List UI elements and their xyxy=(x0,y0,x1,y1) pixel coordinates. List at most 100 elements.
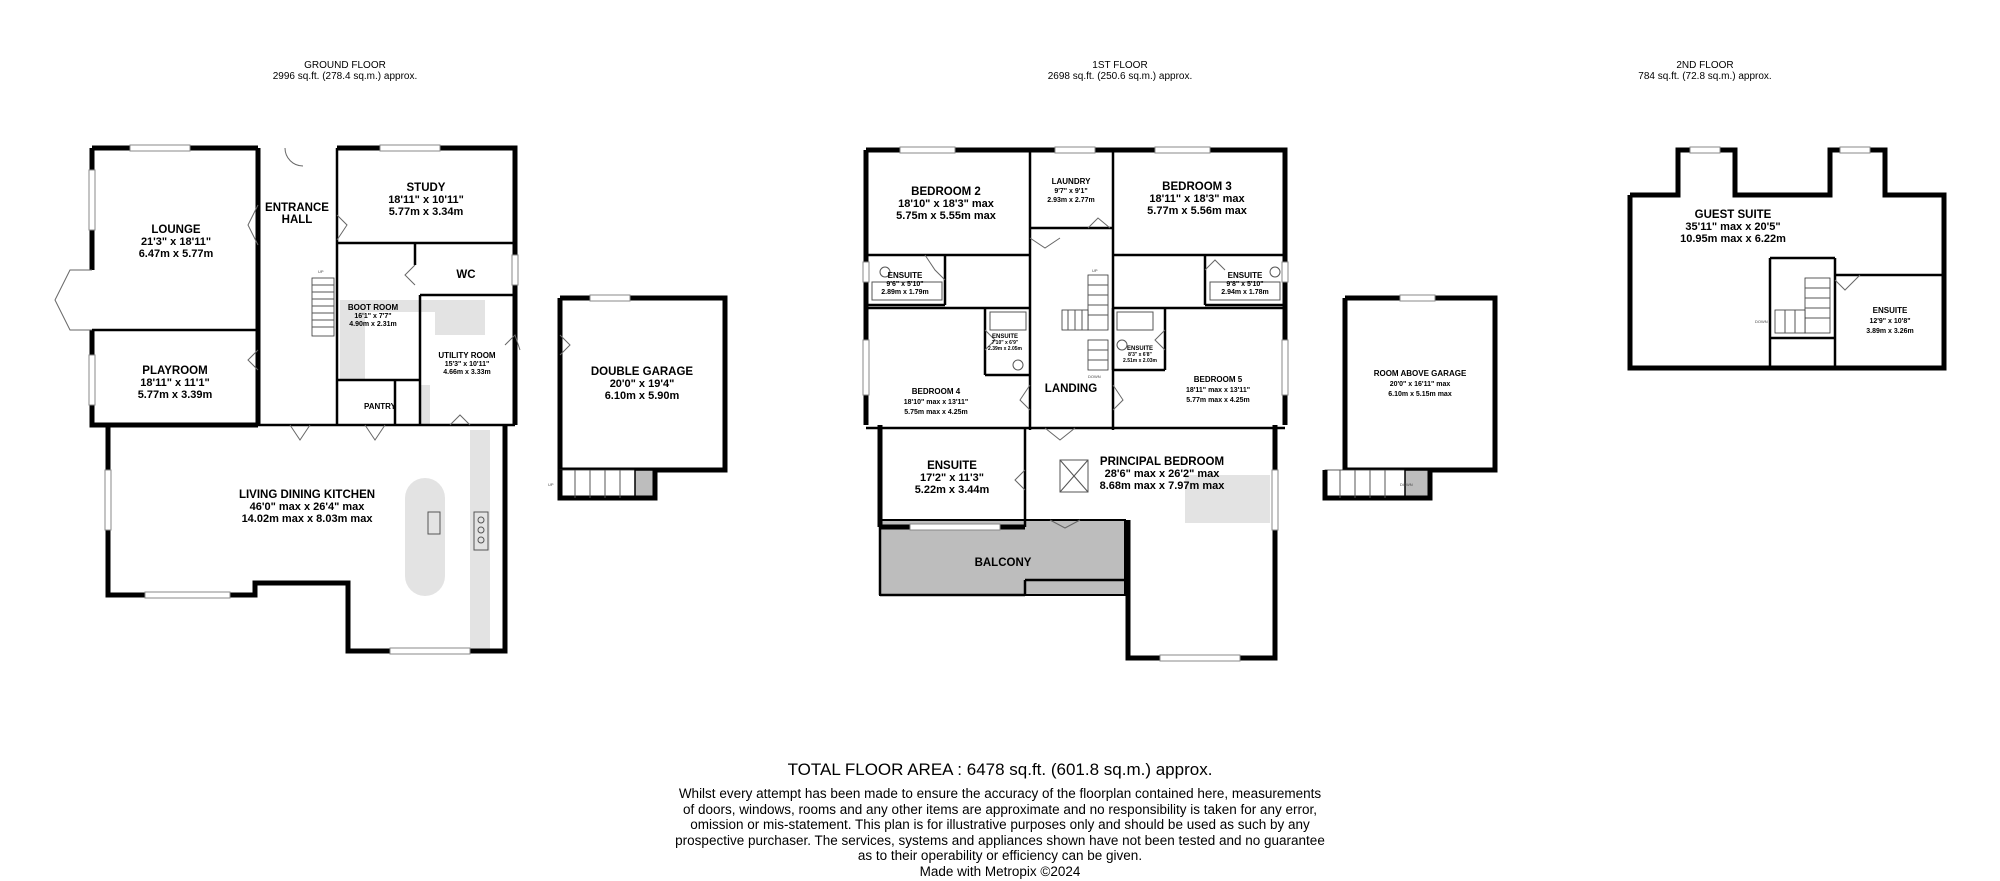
ensuite-bed2-label: ENSUITE xyxy=(888,271,923,280)
bedroom-2-dim-imperial: 18'10" x 18'3" max xyxy=(898,198,995,210)
svg-text:2.89m x 1.79m: 2.89m x 1.79m xyxy=(881,289,928,296)
guest-suite-label: GUEST SUITE xyxy=(1695,209,1772,221)
lounge-dim-metric: 6.47m x 5.77m xyxy=(139,248,214,260)
ensuite-bed5-label: ENSUITE xyxy=(1127,346,1153,352)
svg-text:2.51m x 2.03m: 2.51m x 2.03m xyxy=(1123,358,1157,364)
svg-text:12'9" x 10'8": 12'9" x 10'8" xyxy=(1869,318,1910,325)
svg-text:35'11" max x 20'5": 35'11" max x 20'5" xyxy=(1685,221,1780,233)
first-floor-stairs: UP DOWN xyxy=(1061,268,1109,379)
room-above-garage-label: ROOM ABOVE GARAGE xyxy=(1374,369,1467,378)
playroom-dim-metric: 5.77m x 3.39m xyxy=(138,389,213,401)
study-label: STUDY xyxy=(407,182,446,194)
boot-room-fitting xyxy=(340,300,365,380)
svg-text:2.94m x 1.78m: 2.94m x 1.78m xyxy=(1221,289,1268,296)
hob xyxy=(427,511,441,535)
second-floor-title: 2ND FLOOR xyxy=(1676,60,1733,71)
svg-text:9'8" x 5'10": 9'8" x 5'10" xyxy=(1226,281,1263,288)
utility-room-dim-metric: 4.66m x 3.33m xyxy=(443,369,490,376)
laundry-label: LAUNDRY xyxy=(1052,177,1091,186)
bedroom-5-dim-imperial: 18'11" max x 13'11" xyxy=(1186,387,1250,394)
svg-text:20'0" x 16'11" max: 20'0" x 16'11" max xyxy=(1390,381,1451,388)
svg-text:DOWN: DOWN xyxy=(1400,482,1413,487)
balcony-label: BALCONY xyxy=(975,557,1032,569)
study-dim-metric: 5.77m x 3.34m xyxy=(389,206,464,218)
disclaimer-line-4: prospective purchaser. The services, sys… xyxy=(675,832,1325,848)
principal-bedroom-label: PRINCIPAL BEDROOM xyxy=(1100,456,1224,468)
ldk-dim-imperial: 46'0" max x 26'4" max xyxy=(250,501,366,513)
laundry-dim-imperial: 9'7" x 9'1" xyxy=(1054,188,1087,195)
bedroom-2-label: BEDROOM 2 xyxy=(911,186,981,198)
first-floor-title: 1ST FLOOR xyxy=(1092,60,1147,71)
range-cooker xyxy=(473,511,489,551)
ensuite-main-label: ENSUITE xyxy=(927,460,977,472)
playroom-dim-imperial: 18'11" x 11'1" xyxy=(140,377,210,389)
svg-text:17'2" x 11'3": 17'2" x 11'3" xyxy=(920,472,984,484)
metropix-credit: Made with Metropix ©2024 xyxy=(919,863,1081,879)
disclaimer-line-1: Whilst every attempt has been made to en… xyxy=(678,786,1322,801)
lounge-label: LOUNGE xyxy=(151,224,201,236)
svg-text:UP: UP xyxy=(548,482,554,487)
first-floor-area: 2698 sq.ft. (250.6 sq.m.) approx. xyxy=(1048,71,1193,82)
bedroom-3-label: BEDROOM 3 xyxy=(1162,181,1232,193)
study-dim-imperial: 18'11" x 10'11" xyxy=(388,194,464,206)
second-floor-stairs: DOWN xyxy=(1755,277,1831,334)
utility-room-label: UTILITY ROOM xyxy=(438,351,496,360)
pantry-label: PANTRY xyxy=(364,402,397,411)
ensuite-bed4-label: ENSUITE xyxy=(992,334,1018,340)
ldk-dim-metric: 14.02m max x 8.03m max xyxy=(242,513,374,525)
boot-room-dim-imperial: 16'1" x 7'7" xyxy=(354,313,391,320)
ground-floor-stairs: UP xyxy=(311,269,335,337)
svg-text:8.68m max x 7.97m max: 8.68m max x 7.97m max xyxy=(1100,480,1226,492)
wc-label: WC xyxy=(456,269,475,281)
ldk-label: LIVING DINING KITCHEN xyxy=(239,489,375,501)
garage-label: DOUBLE GARAGE xyxy=(591,366,694,378)
landing-label: LANDING xyxy=(1045,383,1097,395)
entrance-hall-label-2: HALL xyxy=(282,214,313,226)
ground-floor-plan: UP LOUNGE 21'3" x 18'11" 6.47m x 5.77m E… xyxy=(54,144,728,655)
garage-dim-imperial: 20'0" x 19'4" xyxy=(610,378,675,390)
second-floor-area: 784 sq.ft. (72.8 sq.m.) approx. xyxy=(1638,71,1771,82)
bedroom-4-label: BEDROOM 4 xyxy=(912,387,961,396)
kitchen-worktop xyxy=(470,430,490,650)
laundry-dim-metric: 2.93m x 2.77m xyxy=(1047,197,1094,204)
bedroom-4-dim-metric: 5.75m max x 4.25m xyxy=(904,409,967,416)
ground-floor-title: GROUND FLOOR xyxy=(304,60,386,71)
lounge-dim-imperial: 21'3" x 18'11" xyxy=(141,236,211,248)
svg-text:DOWN: DOWN xyxy=(1755,319,1768,324)
svg-text:6.10m x 5.15m max: 6.10m x 5.15m max xyxy=(1388,391,1452,398)
principal-wardrobe xyxy=(1185,475,1270,523)
bedroom-5-dim-metric: 5.77m max x 4.25m xyxy=(1186,397,1249,404)
disclaimer-line-2: of doors, windows, rooms and any other i… xyxy=(682,801,1318,817)
garage-dim-metric: 6.10m x 5.90m xyxy=(605,390,680,402)
bedroom-4-dim-imperial: 18'10" max x 13'11" xyxy=(904,399,968,406)
bedroom-3-dim-metric: 5.77m x 5.56m max xyxy=(1147,205,1248,217)
total-floor-area: TOTAL FLOOR AREA : 6478 sq.ft. (601.8 sq… xyxy=(787,760,1213,779)
svg-text:9'6" x 5'10": 9'6" x 5'10" xyxy=(886,281,923,288)
balcony-area xyxy=(879,519,1126,596)
svg-text:UP: UP xyxy=(1092,268,1098,273)
svg-text:5.22m x 3.44m: 5.22m x 3.44m xyxy=(915,484,990,496)
bedroom-5-label: BEDROOM 5 xyxy=(1194,375,1243,384)
boot-room-label: BOOT ROOM xyxy=(348,303,399,312)
ensuite-bed3-label: ENSUITE xyxy=(1228,271,1263,280)
first-floor-plan: UP DOWN BEDROOM 2 18'10" x 18'3" max 5.7… xyxy=(862,146,1498,662)
svg-text:2.39m x 2.05m: 2.39m x 2.05m xyxy=(988,346,1022,352)
entrance-hall-label-1: ENTRANCE xyxy=(265,202,329,214)
utility-room-dim-imperial: 15'3" x 10'11" xyxy=(445,361,490,368)
svg-text:UP: UP xyxy=(318,269,324,274)
disclaimer-line-3: omission or mis-statement. This plan is … xyxy=(690,817,1310,832)
ground-floor-area: 2996 sq.ft. (278.4 sq.m.) approx. xyxy=(273,71,418,82)
svg-text:10.95m max x 6.22m: 10.95m max x 6.22m xyxy=(1680,233,1786,245)
second-floor-plan: DOWN GUEST SUITE 35'11" max x 20'5" 10.9… xyxy=(1627,146,1947,371)
kitchen-island xyxy=(405,478,445,596)
svg-text:DOWN: DOWN xyxy=(1088,374,1101,379)
svg-text:7'10" x 6'9": 7'10" x 6'9" xyxy=(992,340,1019,346)
svg-text:8'3" x 6'8": 8'3" x 6'8" xyxy=(1128,352,1152,358)
floorplan-footer: TOTAL FLOOR AREA : 6478 sq.ft. (601.8 sq… xyxy=(640,760,1360,879)
svg-text:28'6" max x 26'2" max: 28'6" max x 26'2" max xyxy=(1105,468,1221,480)
disclaimer-line-5: as to their operability or efficiency ca… xyxy=(857,848,1143,863)
bedroom-3-dim-imperial: 18'11" x 18'3" max xyxy=(1149,193,1245,205)
boot-room-dim-metric: 4.90m x 2.31m xyxy=(349,321,396,328)
svg-text:3.89m x 3.26m: 3.89m x 3.26m xyxy=(1866,328,1913,335)
